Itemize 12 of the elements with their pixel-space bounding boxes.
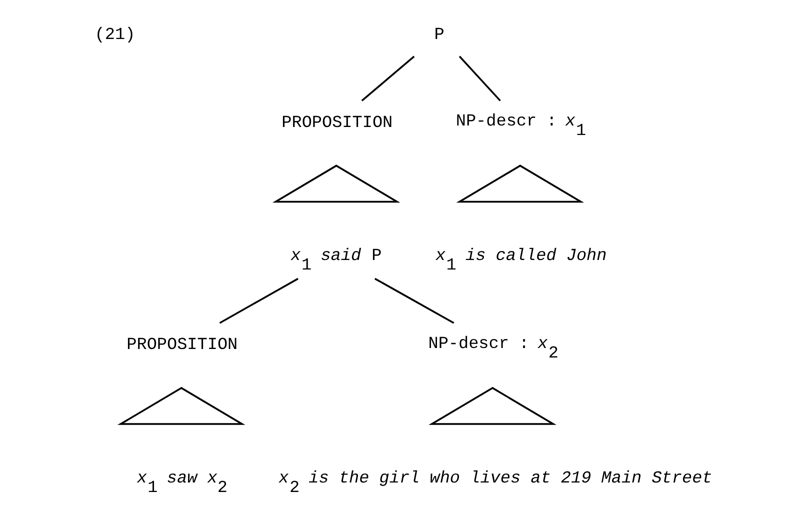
node-triangle [117,386,246,425]
connector [219,278,298,324]
node-text: PROPOSITION [126,336,238,356]
connector [374,278,454,324]
connector [361,56,415,102]
label: (21) [94,26,136,46]
node-triangle [456,164,584,203]
node-triangle [272,164,400,203]
node-text: PROPOSITION [282,114,393,133]
connector [458,56,501,102]
node-triangle [428,386,556,425]
node-text: P [434,26,444,46]
